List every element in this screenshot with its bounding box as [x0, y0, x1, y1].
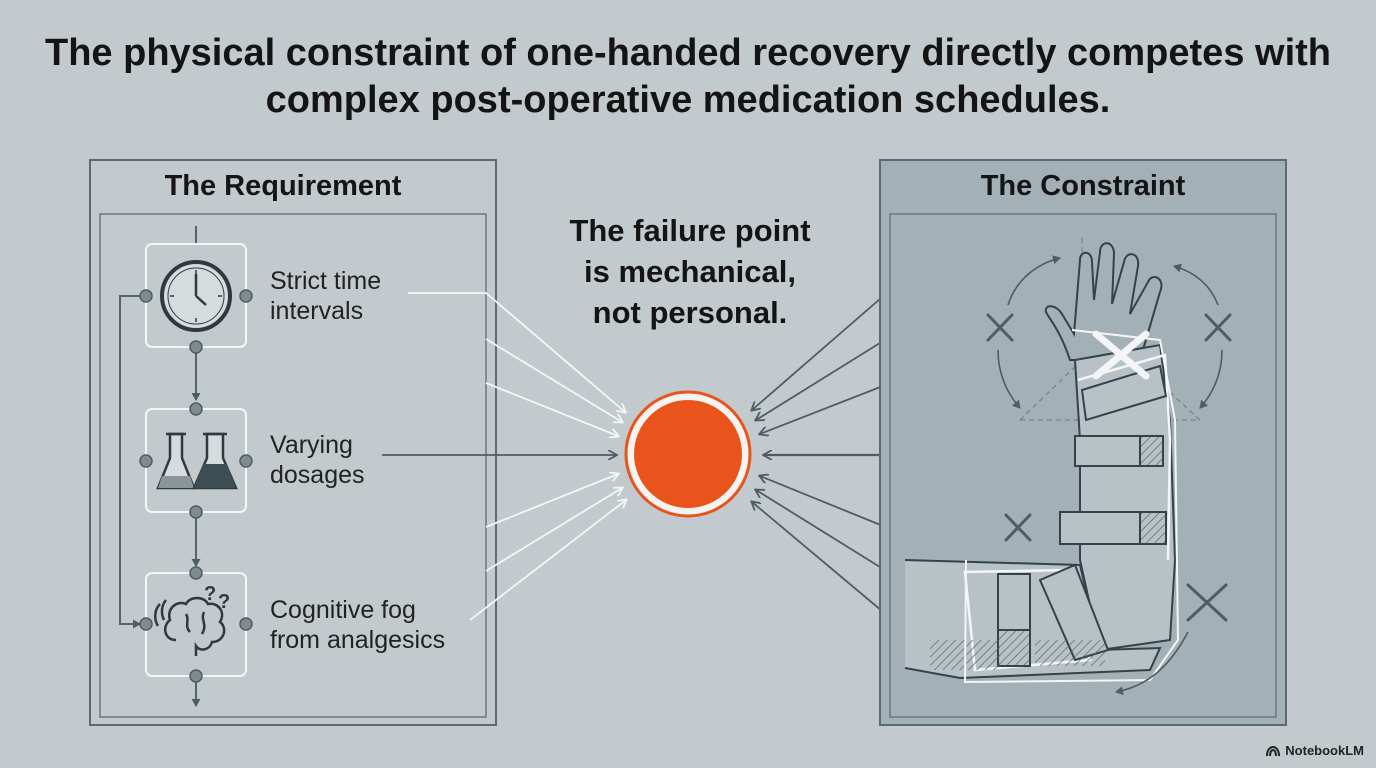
requirement-heading: The Requirement — [164, 170, 402, 202]
left-arrows — [382, 292, 626, 621]
svg-text:?: ? — [204, 583, 216, 605]
requirement-item-time — [139, 243, 253, 354]
failure-point-text: The failure point is mechanical, not per… — [569, 213, 811, 330]
flask-icon — [156, 432, 238, 490]
constraint-heading: The Constraint — [980, 170, 1186, 202]
requirement-label-cognitive: Cognitive fog from analgesics — [270, 596, 446, 654]
requirement-label-dosage: Varying dosages — [270, 431, 365, 489]
watermark: NotebookLM — [1266, 743, 1364, 758]
failure-point-node — [624, 390, 752, 518]
requirement-item-dosage — [139, 402, 253, 519]
notebooklm-logo-icon — [1266, 745, 1281, 756]
requirement-label-time: Strict time intervals — [270, 267, 382, 325]
brain-icon: ? ? — [154, 583, 230, 656]
right-arrows — [752, 291, 889, 617]
requirement-item-cognitive: ? ? — [139, 566, 253, 683]
splinted-arm-icon — [904, 238, 1232, 696]
page-title: The physical constraint of one-handed re… — [45, 32, 1331, 121]
watermark-text: NotebookLM — [1285, 743, 1364, 758]
svg-text:?: ? — [218, 591, 230, 613]
clock-icon — [160, 260, 232, 332]
requirement-panel — [89, 159, 497, 726]
